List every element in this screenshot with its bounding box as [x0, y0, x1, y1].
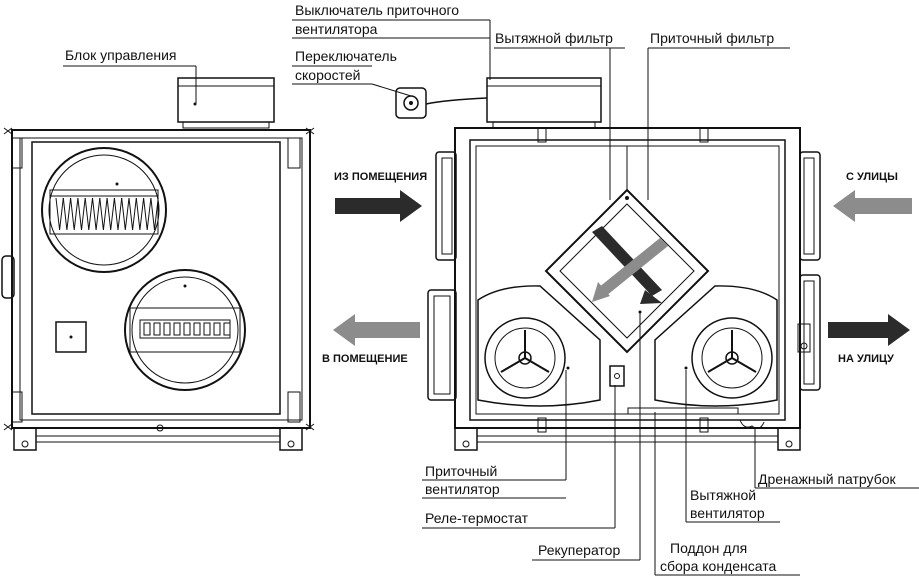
label-tray-line2: сбора конденсата	[660, 558, 776, 574]
side-handle	[1, 255, 15, 299]
grille-bar	[153, 322, 161, 336]
label-exhaust-fan-line1: Вытяжной	[690, 487, 756, 503]
speed-switch	[395, 87, 427, 119]
fan-switch-box	[395, 77, 602, 129]
bracket-bottom-left	[11, 391, 23, 423]
label-supply-fan-line1: Приточный	[425, 463, 497, 479]
grille-bar	[203, 322, 211, 336]
bracket-top-right	[287, 137, 301, 169]
grille-bar	[213, 322, 221, 336]
round-port-filter	[41, 147, 167, 273]
grille-bar	[193, 322, 201, 336]
flow-arrow-from-street: С УЛИЦЫ	[833, 171, 912, 222]
drain-pipe	[739, 419, 765, 429]
leader-lines	[63, 19, 919, 576]
grille-bar	[183, 322, 191, 336]
bracket-top-left	[11, 137, 23, 169]
grille-bar	[143, 322, 151, 336]
label-drain: Дренажный патрубок	[758, 471, 897, 487]
filter-pleat	[77, 197, 86, 231]
round-port-grille	[124, 269, 246, 391]
label-speed-switch-line1: Переключатель	[295, 48, 397, 64]
label-tray-line1: Поддон для	[670, 540, 747, 556]
filter-pleat	[135, 197, 145, 231]
access-panel	[55, 321, 87, 353]
thermostat-relay	[609, 365, 625, 387]
filter-pleat	[113, 197, 123, 231]
port-left-bottom	[427, 289, 457, 401]
port-right-bottom	[799, 274, 821, 391]
filter-pleat	[128, 197, 137, 231]
condensate-tray	[627, 407, 739, 415]
flow-label-to-street: НА УЛИЦУ	[838, 353, 894, 365]
port-right-top	[799, 151, 821, 261]
port-left-top	[435, 151, 457, 261]
grille-bar	[163, 322, 171, 336]
bracket-bottom-right	[287, 391, 301, 423]
label-thermostat: Реле-термостат	[425, 510, 529, 526]
label-recuperator: Рекуператор	[538, 542, 620, 558]
flow-label-from-street: С УЛИЦЫ	[846, 171, 898, 183]
recuperator-core	[544, 146, 710, 354]
label-fan-switch-line2: вентилятора	[295, 21, 378, 37]
label-exhaust-fan-line2: вентилятор	[690, 505, 765, 521]
right-unit-section-view	[395, 77, 821, 451]
flow-arrow-to-street: НА УЛИЦУ	[828, 314, 910, 365]
left-unit-front-view	[1, 77, 315, 451]
flow-label-to-room: В ПОМЕЩЕНИЕ	[322, 353, 408, 365]
label-supply-fan-line2: вентилятор	[425, 481, 500, 497]
label-supply-filter: Приточный фильтр	[650, 30, 774, 46]
filter-pleat	[62, 197, 72, 231]
filter-pleat	[55, 197, 64, 231]
label-fan-switch-line1: Выключатель приточного	[295, 2, 459, 18]
grille-bar	[223, 322, 231, 336]
filter-pleat	[150, 197, 159, 231]
grille-bar	[173, 322, 181, 336]
label-control-unit: Блок управления	[65, 47, 177, 63]
filter-pleat	[92, 197, 101, 231]
flow-label-from-room: ИЗ ПОМЕЩЕНИЯ	[334, 171, 427, 183]
filter-pleat	[106, 197, 115, 231]
filter-pleat	[70, 197, 79, 231]
flow-arrow-to-room: В ПОМЕЩЕНИЕ	[322, 314, 420, 365]
filter-pleat	[121, 197, 130, 231]
supply-fan	[477, 285, 601, 407]
filter-pleat	[84, 197, 93, 231]
flow-arrow-from-room: ИЗ ПОМЕЩЕНИЯ	[334, 171, 427, 222]
label-exhaust-filter: Вытяжной фильтр	[495, 30, 613, 46]
filter-pleat	[143, 197, 152, 231]
label-speed-switch-line2: скоростей	[295, 67, 361, 83]
exhaust-fan	[654, 285, 778, 407]
filter-pleat	[99, 197, 108, 231]
control-unit-box	[177, 77, 275, 129]
